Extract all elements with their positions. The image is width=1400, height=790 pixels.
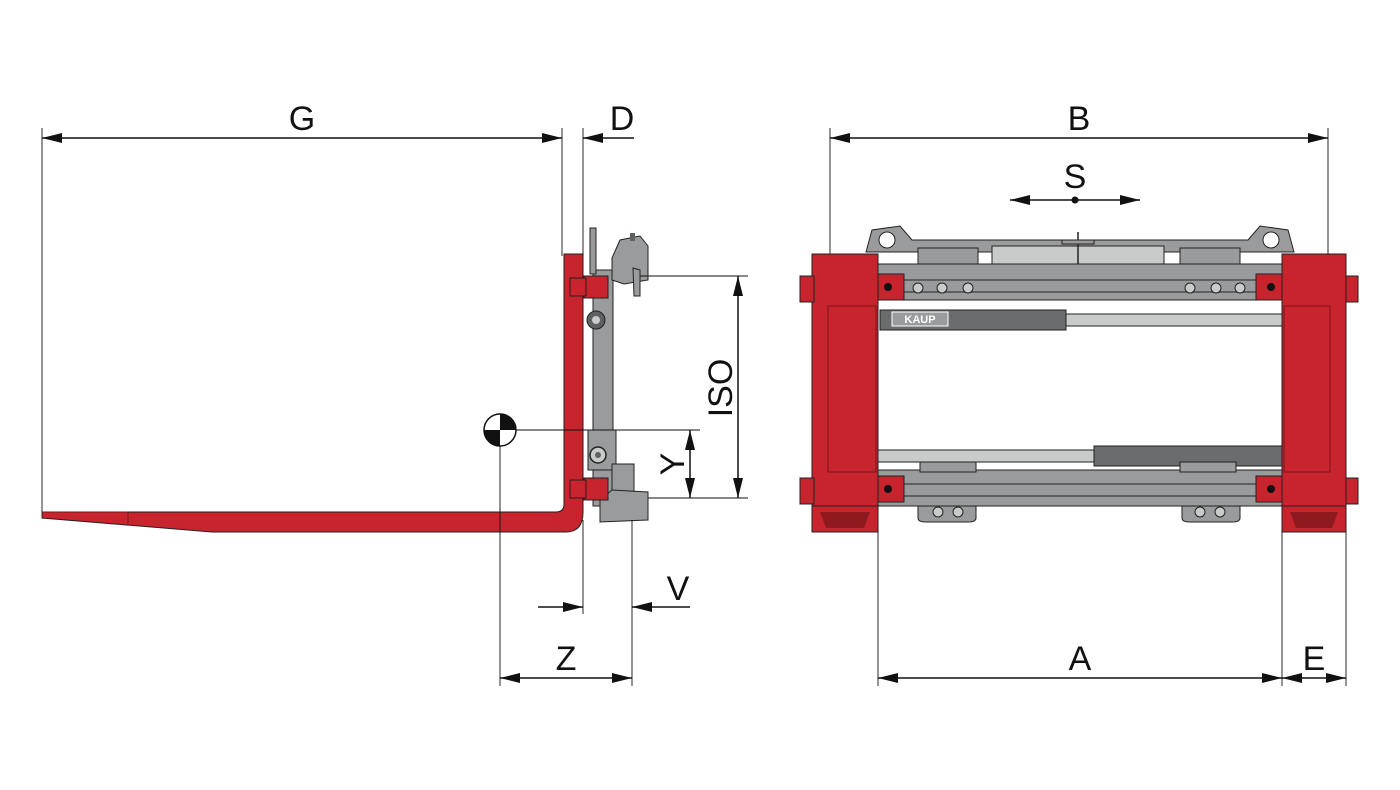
front-upper-cylinder: KAUP — [879, 309, 1283, 331]
front-upper-rail — [877, 263, 1283, 301]
dimension-s: S — [1010, 158, 1140, 205]
front-view: KAUP — [799, 100, 1359, 686]
label-e: E — [1303, 640, 1326, 678]
side-extension-lines — [41, 128, 748, 686]
kaup-logo: KAUP — [904, 314, 935, 326]
front-top-frame — [865, 225, 1295, 266]
dimension-g: G — [42, 100, 562, 143]
fork-tine — [41, 253, 584, 533]
label-v: V — [667, 570, 690, 608]
front-extension-lines — [829, 128, 1347, 686]
front-left-arm — [799, 253, 905, 533]
front-lower-cylinder — [877, 445, 1283, 467]
front-right-arm — [1255, 253, 1359, 533]
label-d: D — [610, 100, 635, 138]
dimension-e: E — [1282, 640, 1346, 683]
dimension-iso: ISO — [702, 276, 743, 498]
label-b: B — [1068, 100, 1091, 138]
side-carriage — [569, 227, 649, 523]
label-iso: ISO — [702, 359, 740, 418]
label-y: Y — [654, 453, 692, 476]
center-of-gravity-icon — [483, 413, 517, 447]
label-z: Z — [556, 640, 577, 678]
dimension-z: Z — [500, 640, 632, 683]
dimension-a: A — [878, 640, 1282, 683]
dimension-y: Y — [654, 430, 695, 498]
label-a: A — [1069, 640, 1092, 678]
dimension-d: D — [583, 100, 635, 143]
label-s: S — [1064, 158, 1087, 196]
front-lower-rail — [877, 461, 1283, 523]
side-view: G D ISO Y V Z — [41, 100, 748, 686]
label-g: G — [289, 100, 315, 138]
dimension-b: B — [830, 100, 1328, 143]
dimension-v: V — [538, 570, 690, 612]
